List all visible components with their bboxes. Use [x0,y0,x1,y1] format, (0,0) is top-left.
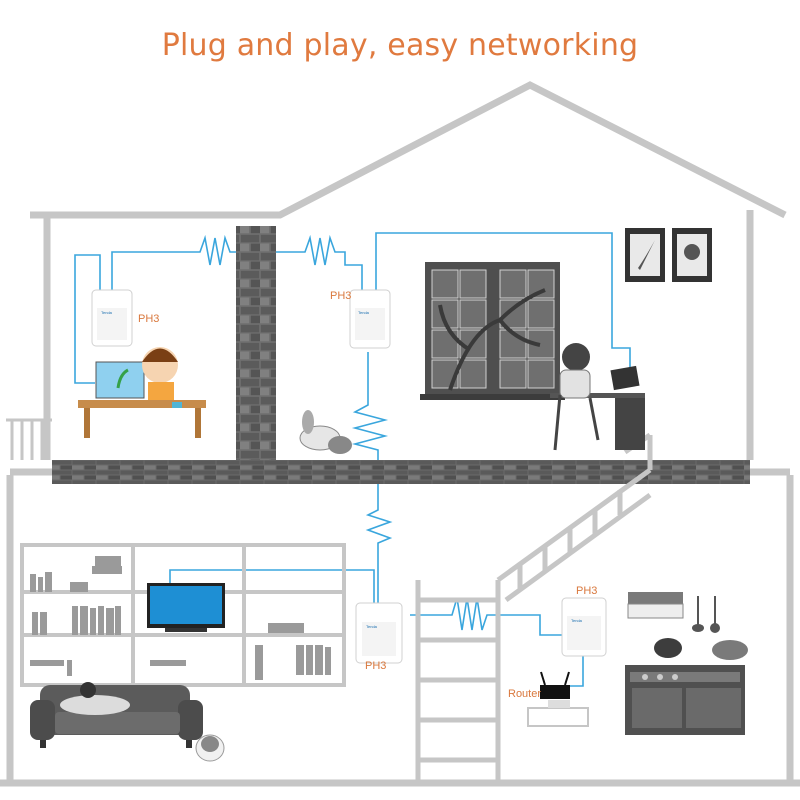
dog-icon [299,410,352,454]
tv-icon [147,583,225,632]
svg-text:Tenda: Tenda [101,310,113,315]
sofa-icon [30,682,203,748]
adapter-label-1: PH3 [138,313,160,325]
page-title: Plug and play, easy networking [161,28,639,63]
staircase-icon [415,432,653,780]
powerline-adapter-icon-1: Tenda [91,289,133,347]
svg-text:Tenda: Tenda [358,310,370,315]
powerline-adapter-icon-4: Tenda [561,597,607,657]
router-icon [527,671,589,727]
powerline-adapter-icon-2: Tenda [349,289,391,349]
window-icon [420,262,565,400]
svg-text:Tenda: Tenda [571,618,583,623]
svg-text:Tenda: Tenda [366,624,378,629]
laptop-icon [78,347,206,438]
wire-upper-left [74,234,363,384]
office-desk [550,343,645,451]
powerline-adapter-icon-3: Tenda [355,602,403,664]
picture-frame-icon [625,228,712,282]
brick-column [236,226,276,460]
wire-upper-right [351,232,631,620]
corgi-icon [195,734,225,762]
kitchen-icon [625,592,748,735]
balcony-railing [6,418,52,460]
adapter-label-2: PH3 [330,290,352,302]
router-label: Router [508,688,542,700]
house-outline [0,81,800,787]
books [30,556,331,680]
adapter-label-3: PH3 [365,660,387,672]
adapter-label-4: PH3 [576,585,598,597]
